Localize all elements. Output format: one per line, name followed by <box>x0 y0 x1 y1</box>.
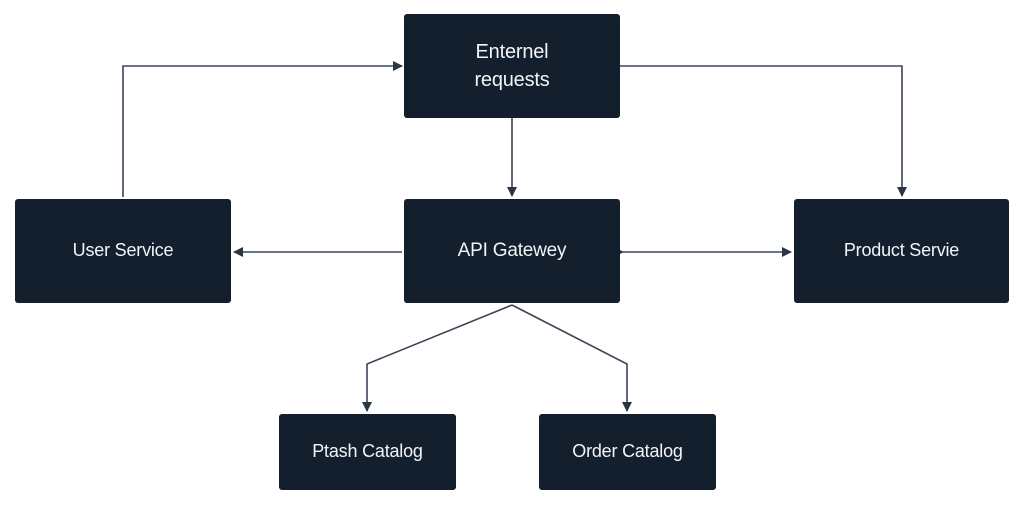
node-catalog-left-label: Ptash Catalog <box>312 441 423 462</box>
node-user-service: User Service <box>15 199 231 303</box>
node-order-catalog-label: Order Catalog <box>572 441 683 462</box>
node-external-requests: Enternel requests <box>404 14 620 118</box>
node-external-requests-label: Enternel requests <box>474 38 549 94</box>
node-product-service: Product Servie <box>794 199 1009 303</box>
node-api-gateway-label: API Gatewey <box>457 239 567 261</box>
connector-external-to-product <box>620 65 907 197</box>
connector-gateway-to-catalog-right <box>511 304 632 412</box>
node-api-gateway: API Gatewey <box>404 199 620 303</box>
node-user-service-label: User Service <box>72 240 174 261</box>
connector-user-to-external <box>122 61 403 197</box>
node-external-requests-label-line1: Enternel <box>475 41 549 63</box>
node-external-requests-label-line2: requests <box>474 69 550 91</box>
node-catalog-left: Ptash Catalog <box>279 414 456 490</box>
node-product-service-label: Product Servie <box>843 240 960 261</box>
node-order-catalog: Order Catalog <box>539 414 716 490</box>
connector-gateway-to-catalog-left <box>362 304 513 412</box>
